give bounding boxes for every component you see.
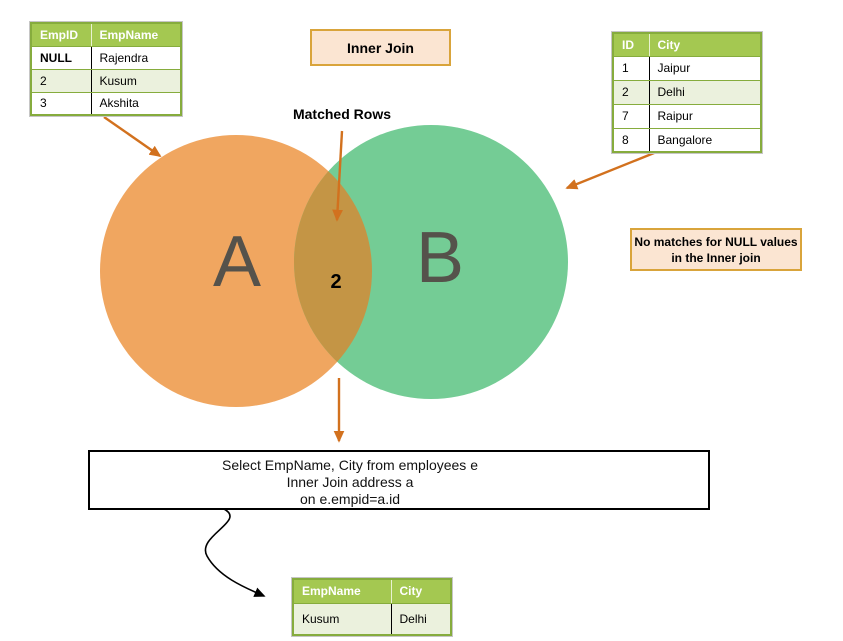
- table-cell: NULL: [31, 46, 91, 70]
- table-row: 7 Raipur: [613, 104, 761, 129]
- table-header-row: ID City: [613, 33, 761, 57]
- venn-circle-a: [100, 135, 372, 407]
- table-row: NULL Rajendra: [31, 46, 181, 70]
- table-cell: Delhi: [648, 80, 761, 105]
- table-row: 2 Delhi: [613, 80, 761, 105]
- circle-a-label: A: [212, 222, 262, 302]
- table-row: 1 Jaipur: [613, 56, 761, 81]
- table-header-row: EmpName City: [293, 579, 451, 604]
- table-cell: 1: [613, 56, 649, 81]
- circle-b-label: B: [415, 218, 465, 298]
- inner-join-title-label: Inner Join: [347, 39, 414, 56]
- arrow-matched-rows-to-intersection: [332, 130, 344, 222]
- result-table: EmpName City Kusum Delhi: [291, 577, 453, 637]
- sql-line-1: Select EmpName, City from employees e: [222, 457, 478, 473]
- column-header: EmpID: [31, 23, 91, 47]
- column-header: ID: [613, 33, 649, 57]
- table-cell: 3: [31, 92, 91, 116]
- column-header: EmpName: [90, 23, 181, 47]
- table-cell: Akshita: [90, 92, 181, 116]
- venn-circle-b: [294, 125, 568, 399]
- inner-join-title-box: Inner Join: [310, 29, 451, 66]
- table-cell: Kusum: [293, 603, 391, 636]
- column-header: EmpName: [293, 579, 391, 604]
- null-note-line2: in the Inner join: [671, 250, 761, 265]
- matched-rows-label: Matched Rows: [292, 106, 391, 122]
- table-cell: Delhi: [390, 603, 451, 636]
- table-cell: Kusum: [90, 69, 181, 93]
- table-row: Kusum Delhi: [293, 603, 451, 636]
- table-cell: Rajendra: [90, 46, 181, 70]
- table-cell: Jaipur: [648, 56, 761, 81]
- arrow-sql-box-to-result-table: [204, 508, 266, 597]
- table-row: 3 Akshita: [31, 92, 181, 116]
- arrow-right-table-to-circle-b: [565, 149, 660, 190]
- null-note-line1: No matches for NULL values: [634, 234, 798, 249]
- null-note-box: No matches for NULL values in the Inner …: [630, 228, 802, 271]
- column-header: City: [648, 33, 761, 57]
- column-header: City: [390, 579, 451, 604]
- table-cell: 2: [613, 80, 649, 105]
- table-cell: 7: [613, 104, 649, 129]
- employees-table: EmpID EmpName NULL Rajendra 2 Kusum 3 Ak…: [29, 21, 183, 117]
- table-cell: 8: [613, 128, 649, 153]
- table-cell: Bangalore: [648, 128, 761, 153]
- arrow-left-table-to-circle-a: [103, 116, 162, 158]
- sql-line-2: Inner Join address a: [286, 474, 414, 490]
- table-row: 8 Bangalore: [613, 128, 761, 153]
- intersection-count-label: 2: [330, 270, 342, 293]
- sql-query-text: Select EmpName, City from employees e In…: [90, 457, 610, 508]
- sql-query-box: Select EmpName, City from employees e In…: [88, 450, 710, 510]
- table-cell: Raipur: [648, 104, 761, 129]
- table-row: 2 Kusum: [31, 69, 181, 93]
- sql-line-3: on e.empid=a.id: [299, 491, 401, 507]
- table-cell: 2: [31, 69, 91, 93]
- address-table: ID City 1 Jaipur 2 Delhi 7 Raipur 8 Bang…: [611, 31, 763, 154]
- table-header-row: EmpID EmpName: [31, 23, 181, 47]
